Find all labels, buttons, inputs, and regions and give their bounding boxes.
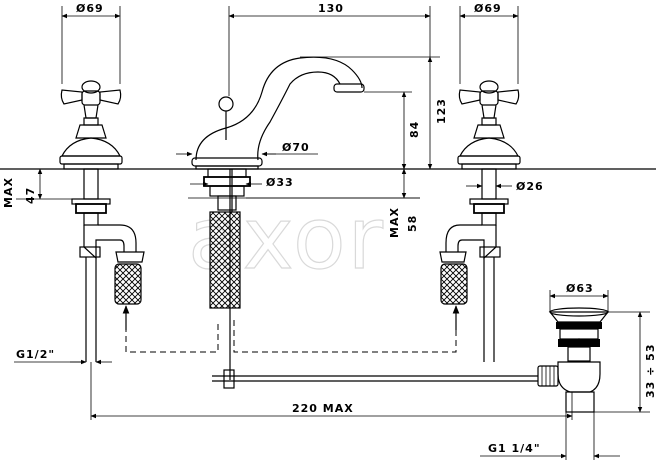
spout-assembly bbox=[191, 56, 365, 380]
popup-rod bbox=[212, 369, 538, 389]
dim-mount-depth-unit: MAX bbox=[2, 177, 15, 208]
dim-spout-spacing: 130 bbox=[318, 2, 344, 15]
dim-mount-depth: 47 bbox=[24, 187, 37, 204]
dim-overall-spacing: 220 MAX bbox=[292, 402, 354, 415]
dim-spout-height: 123 bbox=[435, 98, 448, 124]
right-handle-valve bbox=[439, 80, 521, 362]
dim-waste-thread: G1 1/4" bbox=[488, 442, 541, 455]
dim-base-diameter: Ø70 bbox=[282, 141, 310, 154]
left-handle-valve bbox=[59, 80, 145, 362]
hose-route-left bbox=[125, 316, 219, 353]
dim-deck-thickness: 58 bbox=[406, 215, 419, 232]
dim-spout-outlet-height: 84 bbox=[408, 121, 421, 138]
dim-right-handle-diameter: Ø69 bbox=[474, 2, 502, 15]
dim-thread-diameter: Ø33 bbox=[266, 176, 294, 189]
dim-deck-thickness-unit: MAX bbox=[388, 207, 401, 238]
dim-valve-diameter: Ø26 bbox=[516, 180, 544, 193]
hose-route-right bbox=[233, 316, 457, 353]
dim-supply-thread: G1/2" bbox=[16, 348, 55, 361]
waste-drain bbox=[537, 307, 610, 413]
dim-waste-diameter: Ø63 bbox=[566, 282, 594, 295]
dim-waste-height: 33 ÷ 53 bbox=[644, 344, 656, 399]
dimension-lines bbox=[14, 6, 650, 460]
dim-left-handle-diameter: Ø69 bbox=[76, 2, 104, 15]
